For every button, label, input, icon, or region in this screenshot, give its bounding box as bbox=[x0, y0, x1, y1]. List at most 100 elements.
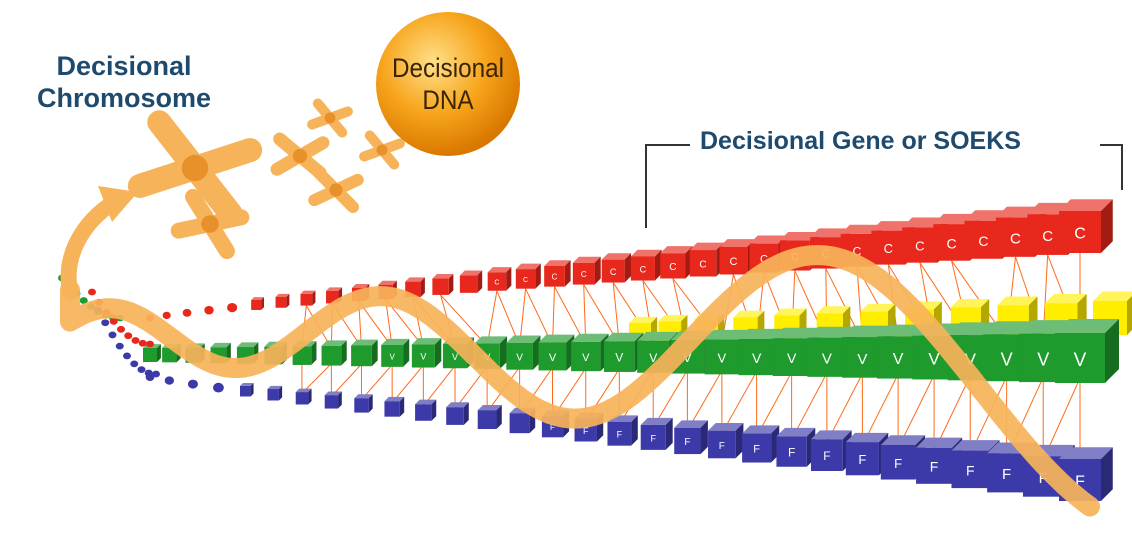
tail-bead bbox=[146, 340, 154, 348]
cube-letter: V bbox=[822, 351, 832, 368]
cube-front bbox=[544, 265, 565, 287]
cube-top bbox=[810, 228, 851, 238]
centromere bbox=[181, 154, 209, 182]
cube-front bbox=[251, 299, 262, 310]
cube-front bbox=[267, 389, 279, 401]
cube-letter: V bbox=[787, 350, 797, 366]
cube-top bbox=[708, 422, 744, 431]
condition-bead bbox=[162, 311, 171, 320]
cube-top bbox=[951, 440, 1000, 451]
cube-side bbox=[654, 249, 662, 281]
cube-top bbox=[446, 402, 469, 408]
link-line bbox=[440, 294, 488, 347]
fitness-cube: F bbox=[674, 420, 708, 455]
cube-front bbox=[601, 259, 625, 283]
cube-top bbox=[415, 399, 437, 405]
cube-front bbox=[487, 272, 507, 291]
cube-front bbox=[933, 224, 970, 261]
fitness-cube bbox=[354, 394, 373, 413]
helix-path bbox=[60, 245, 1100, 517]
cube-side bbox=[371, 339, 378, 367]
variable-cube bbox=[143, 344, 161, 362]
cube-top bbox=[916, 437, 963, 448]
cube-top bbox=[544, 260, 571, 266]
centromere bbox=[376, 144, 388, 156]
cube-side bbox=[341, 340, 347, 366]
cube-letter: F bbox=[930, 459, 939, 475]
tail-bead bbox=[117, 325, 125, 333]
cube-letter: V bbox=[389, 352, 395, 361]
condition-cube: C bbox=[1059, 199, 1113, 253]
cube-side bbox=[312, 290, 316, 306]
chromosome-label-line-2: Chromosome bbox=[36, 83, 212, 113]
decisional-dna-label: Decisional DNA bbox=[382, 52, 513, 116]
cube-top bbox=[275, 293, 290, 297]
cube-letter: V bbox=[893, 351, 904, 368]
cube-top bbox=[997, 296, 1038, 306]
cube-top bbox=[1059, 199, 1113, 211]
cube-front bbox=[902, 227, 938, 263]
cube-front bbox=[459, 275, 478, 293]
variable-cube: V bbox=[538, 334, 575, 371]
cube-side bbox=[1127, 296, 1132, 335]
cube-front bbox=[515, 269, 536, 289]
variable-cube: V bbox=[506, 335, 541, 370]
fitness-cube: F bbox=[708, 422, 744, 459]
cube-letter: C bbox=[610, 267, 617, 277]
cube-front bbox=[538, 342, 567, 371]
cube-letter: V bbox=[1037, 350, 1049, 370]
helix-strand bbox=[60, 186, 1100, 517]
cube-letter: F bbox=[1075, 474, 1085, 491]
link-line bbox=[358, 300, 393, 348]
link-line bbox=[391, 364, 424, 404]
chromosome-shapes bbox=[127, 98, 405, 260]
fitness-cube: F bbox=[607, 415, 638, 446]
condition-cube: C bbox=[601, 253, 632, 283]
cube-top bbox=[811, 430, 852, 440]
cube-letter: F bbox=[858, 452, 866, 467]
decisional-gene-label: Decisional Gene or SOEKS bbox=[700, 127, 1021, 155]
gene-bracket bbox=[645, 144, 1123, 228]
condition-cube: C bbox=[544, 260, 571, 287]
cube-front bbox=[415, 404, 432, 421]
cube-top bbox=[1044, 294, 1087, 304]
cube-letter: F bbox=[753, 444, 760, 456]
cube-letter: V bbox=[928, 350, 940, 369]
cube-top bbox=[351, 284, 370, 288]
cube-letter: F bbox=[617, 430, 623, 440]
cube-top bbox=[845, 432, 889, 443]
cube-side bbox=[594, 256, 601, 285]
cube-letter: F bbox=[583, 426, 589, 436]
cube-front bbox=[509, 413, 530, 434]
cube-letter: V bbox=[683, 350, 692, 365]
condition-cube bbox=[432, 273, 454, 295]
cube-front bbox=[477, 410, 497, 430]
cube-letter: V bbox=[857, 351, 867, 368]
cube-letter: C bbox=[523, 277, 528, 284]
cube-top bbox=[660, 246, 693, 254]
cube-letter: F bbox=[550, 423, 555, 432]
cube-top bbox=[629, 316, 658, 323]
cube-side bbox=[448, 273, 454, 295]
cube-top bbox=[749, 235, 787, 244]
cube-letter: C bbox=[1042, 228, 1053, 245]
cube-top bbox=[1093, 291, 1132, 301]
bracket-left bbox=[645, 144, 690, 228]
decisional-chromosome-label: Decisional Chromosome bbox=[14, 50, 234, 114]
cube-top bbox=[733, 310, 765, 318]
cube-letter: F bbox=[650, 433, 656, 443]
cube-letter: C bbox=[1074, 226, 1086, 243]
cube-front bbox=[877, 336, 920, 379]
cube-letter: C bbox=[640, 264, 647, 274]
cube-letter: C bbox=[760, 254, 768, 266]
link-line bbox=[652, 369, 688, 428]
fitness-cube: F bbox=[640, 417, 673, 450]
cube-front bbox=[324, 395, 339, 409]
cube-top bbox=[719, 239, 755, 247]
condition-bead bbox=[182, 308, 192, 317]
cube-letter: C bbox=[947, 235, 957, 251]
fitness-cube bbox=[477, 404, 502, 430]
dna-label-line-2: DNA bbox=[422, 85, 474, 115]
cube-top bbox=[405, 277, 425, 282]
